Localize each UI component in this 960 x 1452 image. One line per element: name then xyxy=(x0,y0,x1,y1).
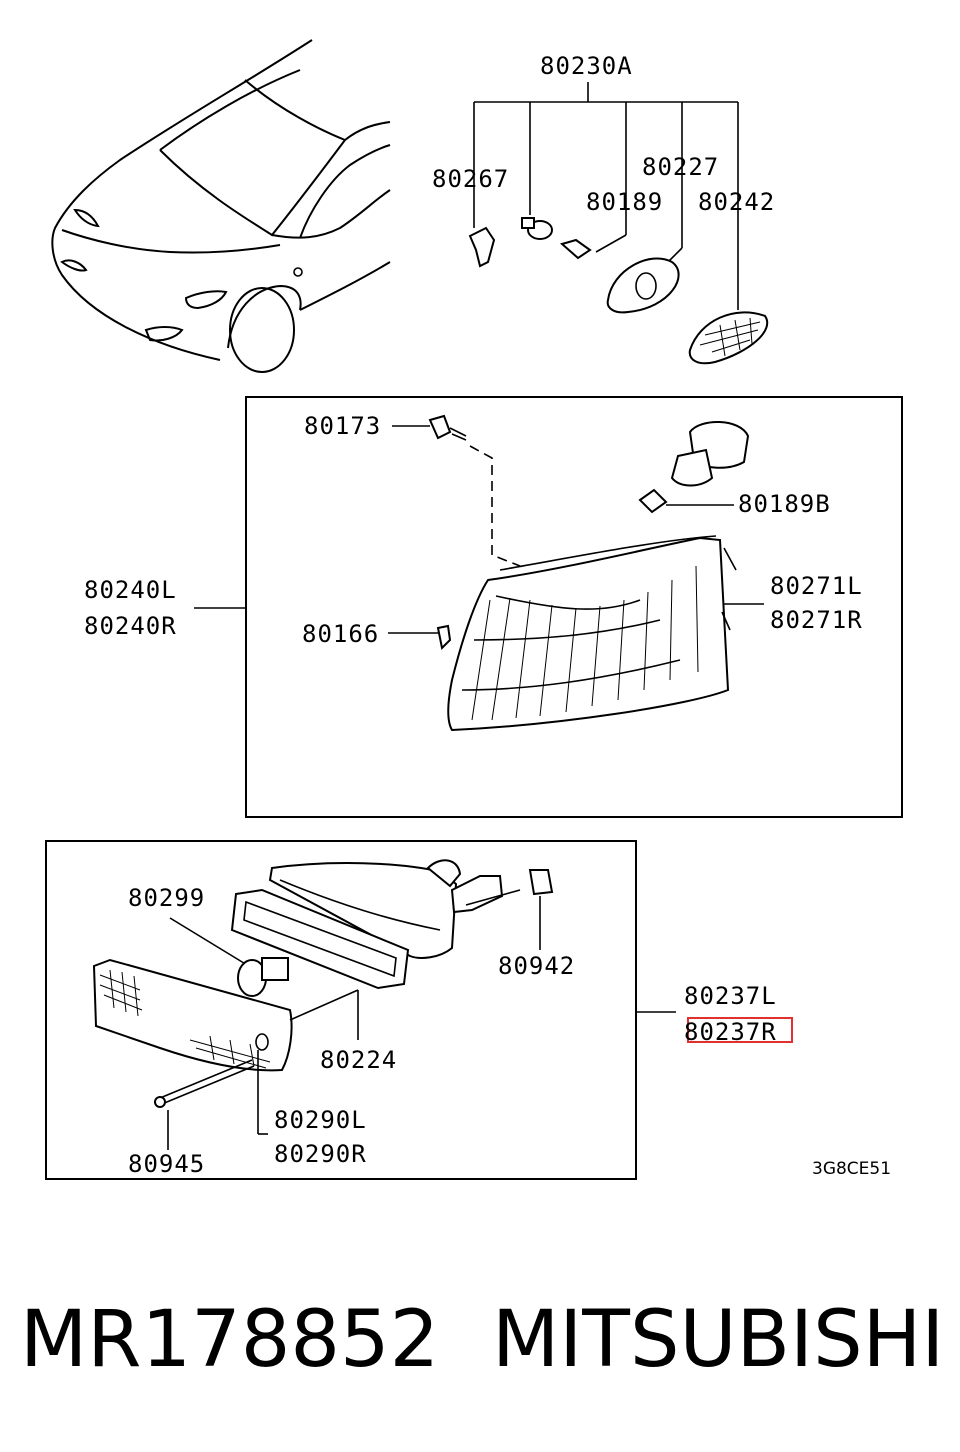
lens-80271 xyxy=(447,535,737,732)
callout-80290R: 80290R xyxy=(274,1140,367,1168)
callout-80267: 80267 xyxy=(432,165,509,193)
callout-80237R: 80237R xyxy=(684,1018,777,1046)
side-lamp-80242 xyxy=(688,185,768,365)
callout-80240L: 80240L xyxy=(84,576,177,604)
frame-80237 xyxy=(45,840,637,1180)
callout-80189B: 80189B xyxy=(738,490,831,518)
grommet xyxy=(521,217,553,240)
gasket-80224 xyxy=(230,888,410,990)
screw-80173 xyxy=(428,414,467,441)
bulb-80299 xyxy=(237,957,289,997)
gasket-80227 xyxy=(606,150,683,314)
lamp-housing xyxy=(268,859,521,959)
callout-80173: 80173 xyxy=(304,412,381,440)
frame-80240 xyxy=(245,396,903,818)
highlight-box xyxy=(687,1017,793,1043)
callout-80271R: 80271R xyxy=(770,606,863,634)
bumper-lamp-assembly: 80299 80942 80224 80945 80290L 80290R 80… xyxy=(45,840,793,1180)
callout-80230A: 80230A xyxy=(540,52,633,80)
part-number: MR178852 xyxy=(20,1295,440,1385)
front-lamp-assembly: 80173 80189B 80240L 80240R 80271L 80271R… xyxy=(84,396,903,818)
callout-80224: 80224 xyxy=(320,1046,397,1074)
screw-80166 xyxy=(436,624,452,651)
connector-80942 xyxy=(528,869,554,896)
parts-diagram: 80230A 80267 80189 80227 80242 xyxy=(45,39,903,1180)
callout-80166: 80166 xyxy=(302,620,379,648)
callout-80237L: 80237L xyxy=(684,982,777,1010)
assembly-80230A: 80230A 80267 80189 80227 80242 xyxy=(432,52,775,365)
callout-80242: 80242 xyxy=(698,188,775,216)
callout-80271L: 80271L xyxy=(770,572,863,600)
callout-80227: 80227 xyxy=(642,153,719,181)
lens-80290 xyxy=(92,958,293,1072)
car-illustration xyxy=(51,39,391,373)
bulb-80189B xyxy=(638,488,668,514)
brand-name: MITSUBISHI xyxy=(492,1295,945,1385)
screw-80945 xyxy=(159,1059,253,1099)
clip-80267 xyxy=(468,226,496,268)
callout-80942: 80942 xyxy=(498,952,575,980)
footer: MR178852 MITSUBISHI xyxy=(0,1290,960,1400)
callout-80299: 80299 xyxy=(128,884,205,912)
bulb-80189 xyxy=(559,180,627,260)
callout-80945: 80945 xyxy=(128,1150,205,1178)
callout-80240R: 80240R xyxy=(84,612,177,640)
diagram-code: 3G8CE51 xyxy=(812,1159,891,1179)
callout-80290L: 80290L xyxy=(274,1106,367,1134)
socket-bulb xyxy=(670,420,750,487)
callout-80189: 80189 xyxy=(586,188,663,216)
